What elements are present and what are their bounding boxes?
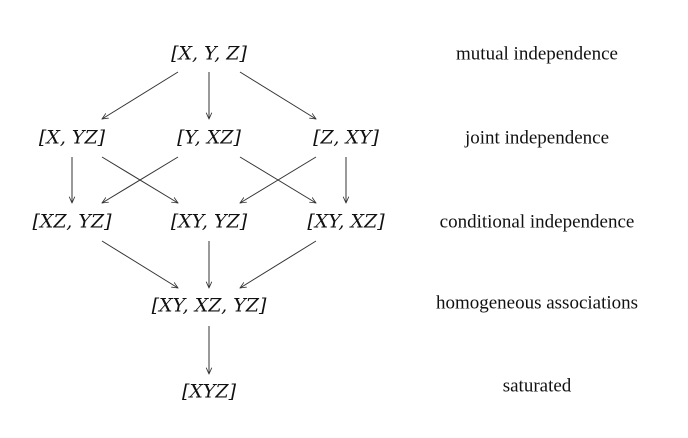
node-homogeneous: [XY, XZ, YZ] [151,294,267,317]
arrow-cond-xz-yz-to-homogeneous [101,240,178,288]
node-cond-xz-yz: [XZ, YZ] [32,210,112,233]
arrow-joint-y-xz-to-cond-xz-yz [102,156,179,203]
arrow-joint-z-xy-to-cond-xy-yz [240,156,317,203]
level-label-conditional: conditional independence [439,211,635,233]
node-mutual: [X, Y, Z] [171,42,247,65]
node-joint-x-yz: [X, YZ] [38,126,106,149]
node-saturated: [XYZ] [181,380,237,403]
level-label-joint: joint independence [464,127,610,149]
node-cond-xy-yz: [XY, YZ] [170,210,248,233]
level-label-saturated: saturated [502,375,572,397]
node-joint-y-xz: [Y, XZ] [177,126,241,149]
level-label-mutual: mutual independence [456,43,618,65]
node-joint-z-xy: [Z, XY] [313,126,379,149]
level-label-homogeneous: homogeneous associations [435,292,639,314]
arrow-cond-xy-xz-to-homogeneous [240,240,317,288]
arrow-mutual-to-joint-x-yz [102,71,179,119]
node-cond-xy-xz: [XY, XZ] [307,210,385,233]
arrow-mutual-to-joint-z-xy [239,71,316,119]
